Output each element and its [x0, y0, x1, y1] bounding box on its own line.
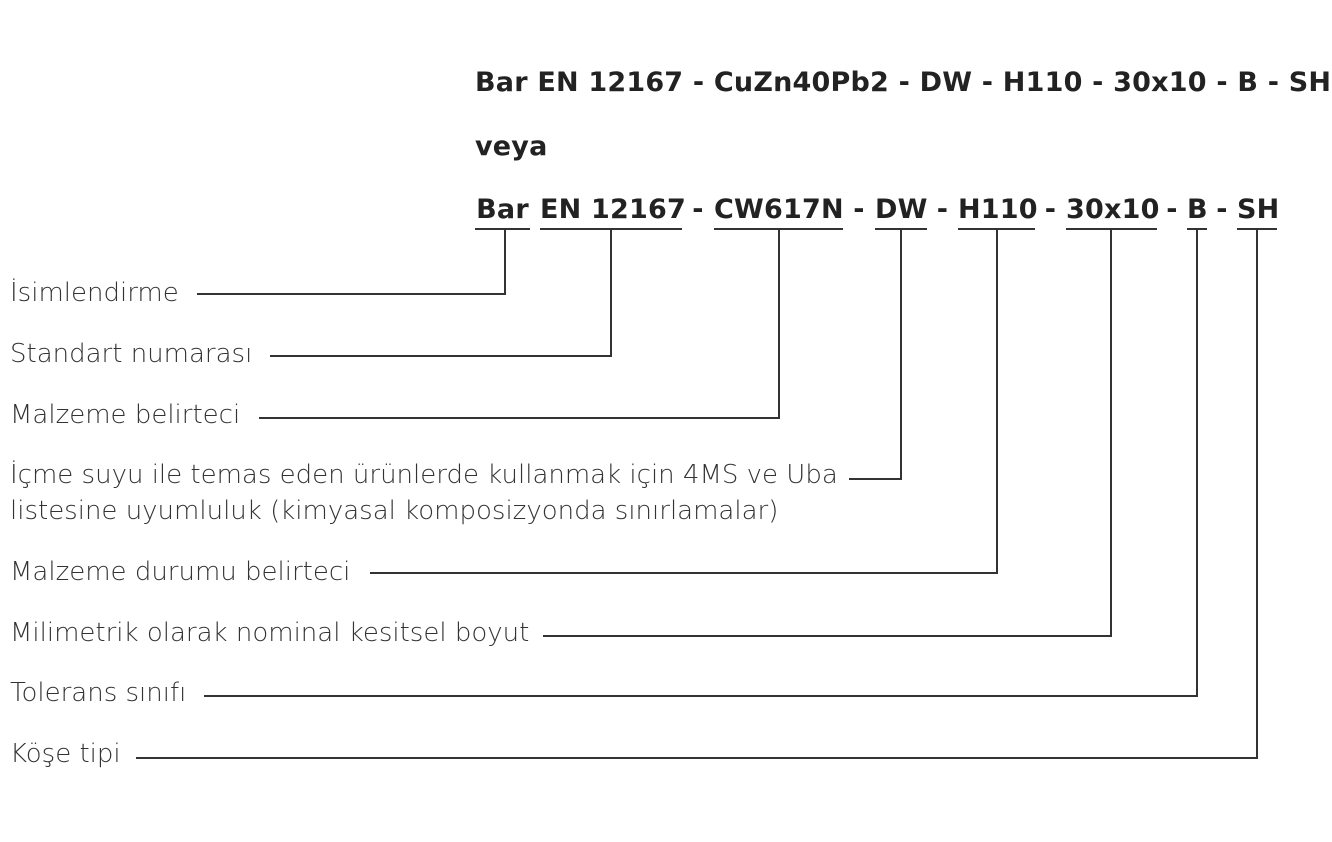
connector-drinking-water: [849, 229, 902, 480]
part-tolerance-class: B: [1187, 194, 1208, 225]
separator: -: [1166, 194, 1178, 225]
part-product-name: Bar: [476, 194, 529, 225]
part-corner-type: SH: [1237, 194, 1280, 225]
designation-line-alloy-name: Bar EN 12167 - CuZn40Pb2 - DW - H110 - 3…: [475, 67, 1332, 98]
label-drinking-water-line-1: İçme suyu ile temas eden ürünlerde kulla…: [10, 460, 838, 490]
part-material-condition: H110: [958, 194, 1038, 225]
part-standard-number: EN 12167: [540, 194, 686, 225]
separator: -: [1216, 194, 1228, 225]
part-material-designation: CW617N: [714, 194, 844, 225]
separator: -: [1044, 194, 1057, 225]
separator: -: [936, 194, 949, 225]
part-cross-section: 30x10: [1066, 194, 1160, 225]
connector-standard-number: [270, 229, 612, 357]
separator: -: [692, 194, 704, 225]
or-text: veya: [475, 131, 548, 162]
connector-cross-section: [543, 229, 1112, 637]
label-cross-section: Milimetrik olarak nominal kesitsel boyut: [10, 618, 530, 648]
label-corner-type: Köşe tipi: [10, 739, 121, 769]
separator: -: [853, 194, 865, 225]
connector-product-name: [197, 229, 506, 295]
label-drinking-water-line-2: listesine uyumluluk (kimyasal komposizyo…: [10, 496, 779, 526]
label-standard-number: Standart numarası: [10, 339, 253, 369]
label-material-designation: Malzeme belirteci: [10, 400, 241, 430]
label-product-name: İsimlendirme: [10, 278, 179, 308]
connector-material-designation: [259, 229, 780, 419]
label-tolerance-class: Tolerans sınıfı: [10, 678, 187, 708]
part-drinking-water: DW: [875, 194, 928, 225]
label-material-condition: Malzeme durumu belirteci: [10, 557, 351, 587]
